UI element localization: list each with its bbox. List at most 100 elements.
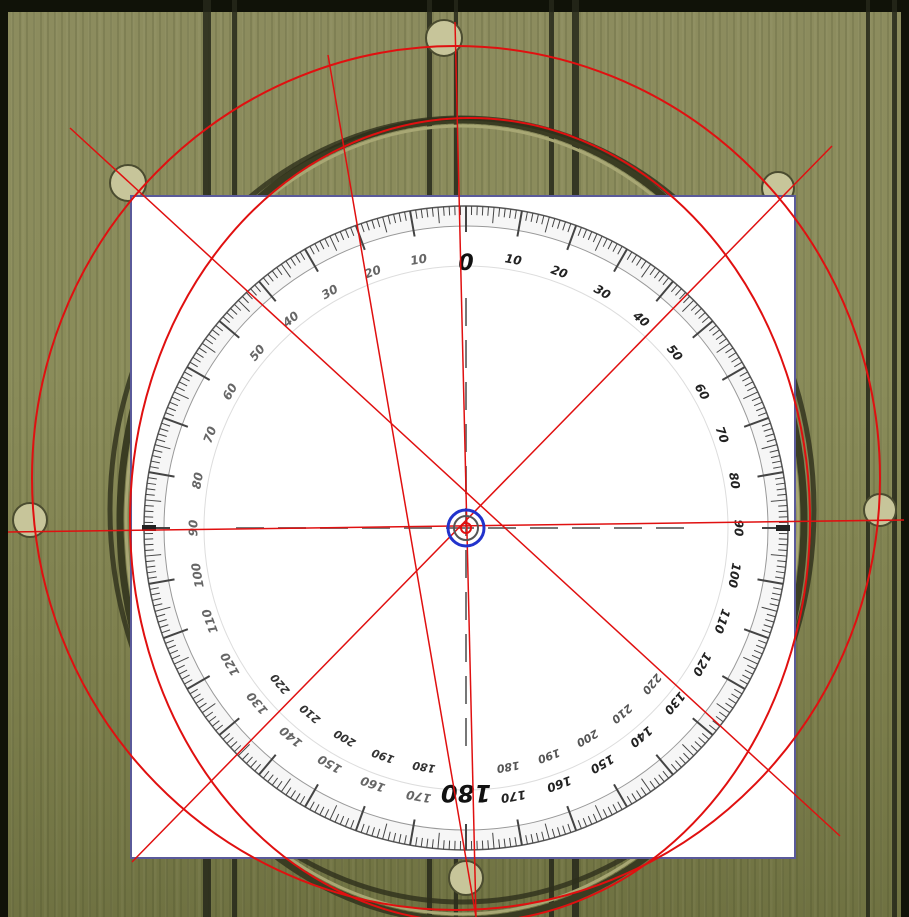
protractor-tick bbox=[718, 711, 727, 718]
protractor-tick bbox=[778, 549, 788, 551]
protractor-tick bbox=[309, 246, 315, 255]
satellite-circle-4 bbox=[12, 502, 48, 538]
protractor-tick bbox=[171, 654, 181, 660]
protractor-tick bbox=[398, 834, 402, 844]
protractor-tick bbox=[728, 698, 737, 704]
protractor-tick bbox=[675, 288, 682, 296]
label-inner-right-180: 180 bbox=[495, 758, 520, 775]
protractor-tick bbox=[503, 208, 506, 218]
protractor-tick bbox=[167, 644, 176, 650]
protractor-tick bbox=[366, 221, 370, 231]
protractor-tick bbox=[329, 805, 338, 821]
protractor-tick bbox=[770, 455, 780, 459]
protractor-tick bbox=[161, 422, 171, 427]
protractor-tick bbox=[773, 587, 783, 590]
protractor-tick bbox=[731, 693, 740, 700]
protractor-tick bbox=[712, 329, 721, 336]
protractor-tick bbox=[761, 606, 778, 612]
protractor-tick bbox=[154, 444, 171, 450]
protractor-tick bbox=[404, 211, 407, 221]
protractor-tick bbox=[592, 233, 598, 243]
protractor-tick bbox=[290, 257, 296, 266]
protractor-tick bbox=[267, 273, 274, 282]
protractor-tick bbox=[631, 793, 638, 802]
protractor-tick bbox=[626, 796, 633, 805]
protractor-tick bbox=[551, 218, 556, 228]
label-right-20: 20 bbox=[549, 262, 569, 281]
protractor-tick bbox=[562, 825, 566, 835]
protractor-tick bbox=[516, 819, 523, 846]
protractor-tick bbox=[551, 828, 556, 838]
protractor-tick bbox=[165, 639, 174, 644]
protractor-tick bbox=[636, 257, 642, 266]
protractor-tick bbox=[675, 760, 682, 768]
protractor-tick bbox=[612, 804, 618, 813]
red-radial-line-3 bbox=[7, 519, 905, 533]
protractor-tick bbox=[670, 284, 678, 293]
protractor-tick bbox=[682, 299, 695, 312]
protractor-tick bbox=[763, 624, 773, 628]
protractor-tick bbox=[683, 752, 691, 760]
protractor-tick bbox=[778, 505, 788, 507]
protractor-marker-left bbox=[142, 525, 156, 531]
protractor-tick bbox=[186, 675, 211, 690]
protractor-tick bbox=[319, 240, 325, 250]
protractor-tick bbox=[567, 823, 572, 833]
protractor-tick bbox=[655, 280, 674, 302]
protractor-tick bbox=[640, 260, 647, 269]
protractor-tick bbox=[420, 837, 423, 847]
protractor-tick bbox=[492, 832, 495, 849]
protractor-tick bbox=[777, 560, 787, 563]
protractor-tick bbox=[154, 606, 171, 612]
protractor-tick bbox=[514, 837, 517, 847]
protractor-tick bbox=[234, 745, 242, 753]
protractor-tick bbox=[766, 613, 776, 618]
red-radial-line-5 bbox=[327, 54, 477, 917]
protractor-tick bbox=[339, 231, 345, 241]
protractor-tick bbox=[230, 741, 238, 748]
protractor-tick bbox=[509, 209, 512, 219]
protractor-tick bbox=[237, 744, 250, 757]
protractor-tick bbox=[766, 438, 776, 443]
label-right-70: 70 bbox=[713, 425, 732, 445]
protractor-tick bbox=[530, 212, 534, 222]
protractor-tick bbox=[753, 401, 763, 407]
protractor-tick bbox=[715, 333, 724, 341]
protractor-tick bbox=[516, 210, 523, 237]
protractor-tick bbox=[535, 832, 539, 842]
protractor-tick bbox=[566, 805, 578, 831]
center-point bbox=[460, 522, 472, 534]
protractor-tick bbox=[721, 366, 746, 381]
protractor-tick bbox=[772, 592, 782, 596]
protractor-tick bbox=[577, 227, 582, 236]
protractor-tick bbox=[354, 805, 366, 831]
tramline-7 bbox=[866, 0, 870, 917]
protractor-tick bbox=[382, 823, 388, 840]
protractor-tick bbox=[276, 267, 283, 276]
protractor-tick bbox=[739, 371, 748, 377]
protractor-tick bbox=[147, 482, 157, 485]
protractor-tick bbox=[653, 777, 661, 786]
protractor-tick bbox=[679, 292, 686, 300]
protractor-tick bbox=[334, 233, 340, 243]
protractor-tick bbox=[192, 693, 201, 700]
protractor-tick bbox=[535, 214, 539, 224]
protractor-tick bbox=[662, 277, 670, 286]
protractor-tick bbox=[744, 381, 754, 387]
protractor-tick bbox=[294, 254, 301, 263]
protractor-tick bbox=[145, 493, 155, 496]
protractor-tick bbox=[683, 296, 691, 304]
protractor-tick bbox=[153, 603, 163, 607]
protractor-tick bbox=[670, 763, 678, 772]
protractor-tick bbox=[631, 254, 638, 263]
protractor-tick bbox=[208, 333, 217, 341]
protractor-tick bbox=[404, 835, 407, 845]
protractor-tick bbox=[765, 433, 775, 437]
label-left-70: 70 bbox=[200, 425, 219, 445]
protractor-tick bbox=[241, 752, 249, 760]
protractor-tick bbox=[339, 815, 345, 825]
protractor-tick bbox=[770, 499, 787, 502]
protractor-tick bbox=[649, 780, 656, 789]
protractor-tick bbox=[271, 777, 279, 786]
